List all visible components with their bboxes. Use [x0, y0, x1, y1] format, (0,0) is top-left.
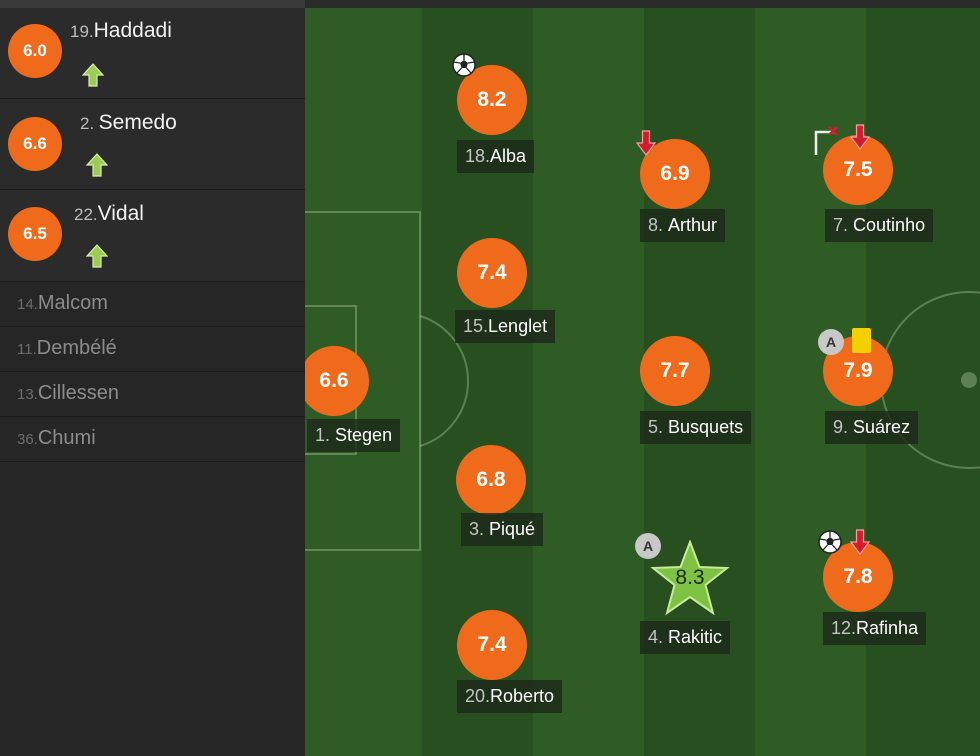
sub-out-arrow-icon	[636, 130, 656, 156]
sub-in-arrow-icon	[82, 63, 104, 87]
player-rating: 6.5	[8, 207, 62, 261]
player-number: 19.	[70, 22, 94, 41]
player-label: 20.Roberto	[457, 680, 563, 713]
player-name-text: Stegen	[335, 425, 393, 445]
center-spot	[961, 372, 977, 388]
player-number: 2.	[80, 114, 95, 133]
substitutes-panel: 6.0 19.Haddadi 6.6 2. Semedo 6.5 22.Vida…	[0, 0, 305, 756]
player-number: 15.	[463, 316, 489, 336]
player-number: 14.	[17, 296, 38, 313]
player-label: 4. Rakitic	[640, 621, 731, 654]
player-number: 11.	[17, 341, 37, 358]
player-number: 9.	[833, 417, 849, 437]
player-label: 18.Alba	[457, 140, 535, 173]
player-name-text: Arthur	[668, 215, 718, 235]
player-label: 8. Arthur	[640, 209, 726, 242]
player-rating: 6.0	[8, 24, 62, 78]
substitute-row[interactable]: 6.6 2. Semedo	[0, 99, 305, 190]
sub-out-arrow-icon	[850, 529, 870, 555]
assist-icon: A	[635, 533, 661, 559]
star-shape	[650, 540, 730, 616]
player-name-text: Busquets	[668, 417, 744, 437]
substitute-row[interactable]: 6.5 22.Vidal	[0, 190, 305, 282]
goal-ball-icon	[818, 530, 842, 554]
sub-in-arrow-icon	[86, 244, 108, 268]
pitch: 6.6 1. Stegen 8.2 18.Alba 7.4 15.Lenglet…	[305, 8, 980, 756]
player-name: 22.Vidal	[74, 202, 144, 226]
corner-flag-icon	[814, 126, 838, 155]
player-name-text: Malcom	[37, 292, 108, 314]
pitch-stripe	[533, 8, 644, 756]
player-number: 7.	[833, 215, 849, 235]
star-icon: 8.3	[650, 540, 730, 616]
player-rating: 6.9	[640, 139, 710, 209]
player-rating: 6.6	[8, 117, 62, 171]
player-label: 3. Piqué	[461, 513, 544, 546]
player-name: 2. Semedo	[80, 111, 177, 135]
player-number: 12.	[831, 618, 857, 638]
pitch-top-bar	[305, 0, 980, 8]
player-rating: 6.6	[305, 346, 369, 416]
player-label: 1. Stegen	[307, 419, 401, 452]
player-number: 18.	[465, 146, 491, 166]
penalty-box	[305, 211, 421, 551]
player-name-text: Alba	[490, 146, 527, 166]
player-name-text: Roberto	[490, 686, 555, 706]
bench-row[interactable]: 36.Chumi	[0, 417, 305, 462]
player-number: 4.	[648, 627, 664, 647]
player-rating: 7.8	[823, 542, 893, 612]
player-name-text: Piqué	[489, 519, 536, 539]
bench-row[interactable]: 11.Dembélé	[0, 327, 305, 372]
player-number: 3.	[469, 519, 485, 539]
player-number: 8.	[648, 215, 664, 235]
player-name-text: Dembélé	[36, 337, 117, 359]
player-name-text: Rakitic	[668, 627, 723, 647]
player-name-text: Lenglet	[488, 316, 548, 336]
player-name-text: Coutinho	[853, 215, 926, 235]
player-label: 9. Suárez	[825, 411, 919, 444]
player-label: 5. Busquets	[640, 411, 752, 444]
player-name-text: Cillessen	[37, 382, 120, 404]
player-name-text: Rafinha	[856, 618, 919, 638]
player-rating: 7.7	[640, 336, 710, 406]
bench-row[interactable]: 14.Malcom	[0, 282, 305, 327]
player-number: 22.	[74, 205, 98, 224]
player-label: 12.Rafinha	[823, 612, 927, 645]
bench-row[interactable]: 13.Cillessen	[0, 372, 305, 417]
substitute-row[interactable]: 6.0 19.Haddadi	[0, 8, 305, 99]
goal-ball-icon	[452, 53, 476, 77]
sub-out-arrow-icon	[850, 124, 870, 150]
yellow-card-icon	[852, 328, 871, 353]
player-name-text: Vidal	[97, 202, 144, 225]
player-name-text: Chumi	[37, 427, 96, 449]
player-name-text: Suárez	[853, 417, 911, 437]
player-rating: 7.4	[457, 610, 527, 680]
player-rating: 7.4	[457, 238, 527, 308]
player-number: 36.	[17, 431, 38, 448]
player-label: 7. Coutinho	[825, 209, 934, 242]
player-rating: 8.3	[675, 566, 705, 589]
player-number: 13.	[17, 386, 38, 403]
sub-in-arrow-icon	[86, 153, 108, 177]
player-number: 5.	[648, 417, 664, 437]
player-name-text: Semedo	[98, 111, 177, 134]
player-name-text: Haddadi	[93, 19, 172, 42]
player-label: 15.Lenglet	[455, 310, 556, 343]
player-number: 20.	[465, 686, 491, 706]
player-name: 19.Haddadi	[70, 19, 172, 43]
penalty-arc	[419, 315, 470, 447]
player-rating: 6.8	[456, 445, 526, 515]
player-rating: 8.2	[457, 65, 527, 135]
assist-icon: A	[818, 329, 844, 355]
player-number: 1.	[315, 425, 331, 445]
